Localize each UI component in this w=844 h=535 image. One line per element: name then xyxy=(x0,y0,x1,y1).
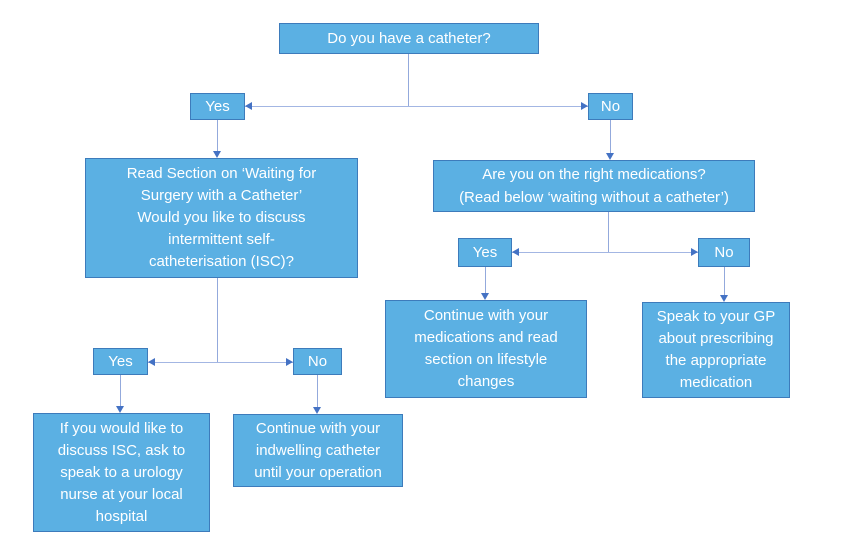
right-medications-question-box: Are you on the right medications? (Read … xyxy=(433,160,755,212)
catheter-question-box: Do you have a catheter? xyxy=(279,23,539,54)
waiting-with-catheter-box: Read Section on ‘Waiting for Surgery wit… xyxy=(85,158,358,278)
connector-medications-split xyxy=(512,252,698,253)
connector-medications-down xyxy=(608,212,609,252)
no-box-medications: No xyxy=(698,238,750,267)
indwelling-catheter-box: Continue with your indwelling catheter u… xyxy=(233,414,403,487)
arrow-down-icon xyxy=(481,293,489,300)
connector-root-split xyxy=(245,106,588,107)
connector-no1-down xyxy=(610,119,611,154)
arrow-left-icon xyxy=(148,358,155,366)
arrow-down-icon xyxy=(313,407,321,414)
connector-no2-left-down xyxy=(317,375,318,408)
yes-box-medications: Yes xyxy=(458,238,512,267)
urology-nurse-box: If you would like to discuss ISC, ask to… xyxy=(33,413,210,532)
connector-root-down xyxy=(408,54,409,106)
arrow-down-icon xyxy=(116,406,124,413)
connector-no2-right-down xyxy=(724,267,725,296)
arrow-right-icon xyxy=(581,102,588,110)
no-box-catheter: No xyxy=(588,93,633,120)
arrow-left-icon xyxy=(245,102,252,110)
arrow-right-icon xyxy=(691,248,698,256)
arrow-down-icon xyxy=(720,295,728,302)
connector-waiting-split xyxy=(148,362,293,363)
arrow-right-icon xyxy=(286,358,293,366)
no-box-isc: No xyxy=(293,348,342,375)
arrow-down-icon xyxy=(606,153,614,160)
connector-waiting-down xyxy=(217,278,218,362)
gp-prescribing-box: Speak to your GP about prescribing the a… xyxy=(642,302,790,398)
yes-box-isc: Yes xyxy=(93,348,148,375)
connector-yes1-down xyxy=(217,120,218,152)
yes-box-catheter: Yes xyxy=(190,93,245,120)
connector-yes2-left-down xyxy=(120,375,121,407)
arrow-left-icon xyxy=(512,248,519,256)
connector-yes2-right-down xyxy=(485,267,486,294)
arrow-down-icon xyxy=(213,151,221,158)
continue-medications-box: Continue with your medications and read … xyxy=(385,300,587,398)
